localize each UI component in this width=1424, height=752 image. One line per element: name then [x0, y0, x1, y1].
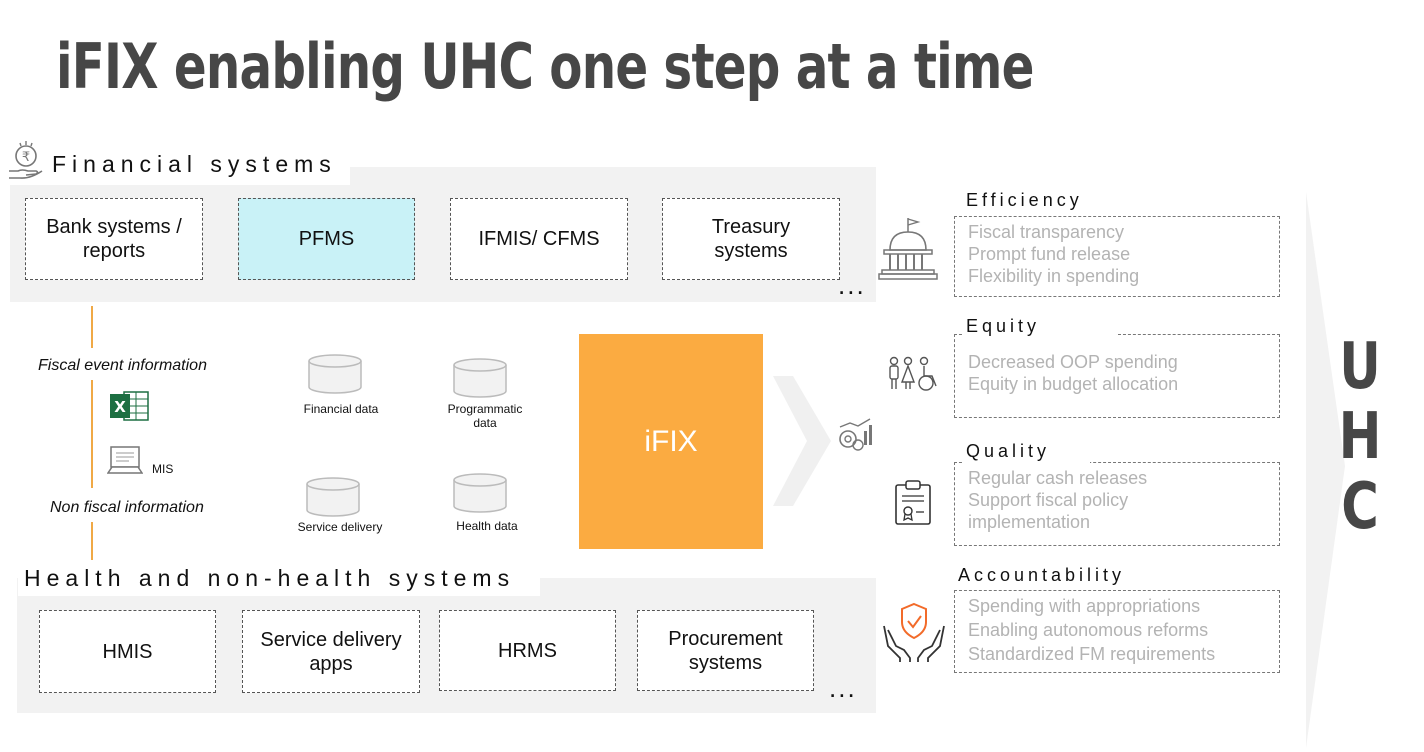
gears-chart-icon [839, 418, 872, 451]
flow-line-middle [91, 380, 93, 488]
chevron-arrow-icon [773, 376, 831, 506]
efficiency-item-2: Prompt fund release [968, 244, 1131, 264]
health-systems-label: Health and non-health systems [18, 560, 540, 596]
equity-item-2: Equity in budget allocation [968, 374, 1179, 394]
uhc-letter-c: C [1341, 470, 1379, 544]
efficiency-heading: Efficiency [962, 188, 1176, 212]
treasury-systems-box: Treasury systems [662, 198, 840, 280]
svg-text:X: X [114, 398, 126, 416]
programmatic-data-label: Programmatic data [447, 402, 523, 430]
equity-box: Decreased OOP spending Equity in budget … [954, 334, 1280, 418]
health-data-db-icon [453, 473, 507, 513]
flow-line-top [91, 306, 93, 348]
efficiency-item-1: Fiscal transparency [968, 222, 1125, 242]
health-data-label: Health data [456, 519, 518, 533]
financial-systems-label: Financial systems [46, 146, 343, 182]
uhc-letters: U H C [1330, 330, 1390, 544]
non-fiscal-note: Non fiscal information [50, 499, 204, 516]
efficiency-box: Fiscal transparency Prompt fund release … [954, 216, 1280, 297]
quality-heading: Quality [962, 439, 1090, 463]
ifix-box: iFIX [579, 334, 763, 549]
ifmis-cfms-box: IFMIS/ CFMS [450, 198, 628, 280]
quality-item-2: Support fiscal policy [968, 490, 1129, 510]
excel-icon: X [110, 391, 149, 421]
flow-line-bottom [91, 522, 93, 560]
uhc-arrow-background [1306, 192, 1345, 748]
hands-shield-icon [883, 602, 945, 662]
bank-systems-box: Bank systems / reports [25, 198, 203, 280]
computer-icon [107, 446, 143, 474]
service-delivery-apps-box: Service delivery apps [242, 610, 420, 693]
financial-ellipsis: ... [838, 270, 866, 300]
hmis-box: HMIS [39, 610, 216, 693]
accountability-heading: Accountability [954, 563, 1168, 587]
service-delivery-db-icon [306, 477, 360, 517]
accountability-item-1: Spending with appropriations [968, 596, 1201, 616]
health-ellipsis: ... [829, 673, 857, 703]
quality-item-3: implementation [968, 512, 1091, 532]
programmatic-data-db-icon [453, 358, 507, 398]
people-accessibility-icon [889, 356, 937, 391]
page-title: iFIX enabling UHC one step at a time [56, 30, 1034, 103]
quality-box: Regular cash releases Support fiscal pol… [954, 462, 1280, 546]
hrms-box: HRMS [439, 610, 616, 691]
service-delivery-label: Service delivery [297, 520, 383, 534]
quality-item-1: Regular cash releases [968, 468, 1148, 488]
accountability-item-3: Standardized FM requirements [968, 644, 1216, 664]
accountability-box: Spending with appropriations Enabling au… [954, 590, 1280, 673]
pfms-box: PFMS [238, 198, 415, 280]
mis-label: MIS [152, 462, 174, 476]
efficiency-item-3: Flexibility in spending [968, 266, 1140, 286]
procurement-systems-box: Procurement systems [637, 610, 814, 691]
government-building-icon [878, 218, 938, 280]
clipboard-certificate-icon [895, 480, 931, 525]
equity-heading: Equity [962, 314, 1116, 338]
uhc-letter-h: H [1338, 400, 1382, 474]
svg-text:₹: ₹ [22, 150, 30, 165]
accountability-item-2: Enabling autonomous reforms [968, 620, 1209, 640]
financial-data-label: Financial data [303, 402, 379, 416]
hand-coin-icon: ₹ [9, 141, 43, 179]
financial-data-db-icon [308, 354, 362, 394]
uhc-letter-u: U [1339, 330, 1381, 404]
fiscal-event-note: Fiscal event information [38, 357, 207, 374]
equity-item-1: Decreased OOP spending [968, 352, 1178, 372]
